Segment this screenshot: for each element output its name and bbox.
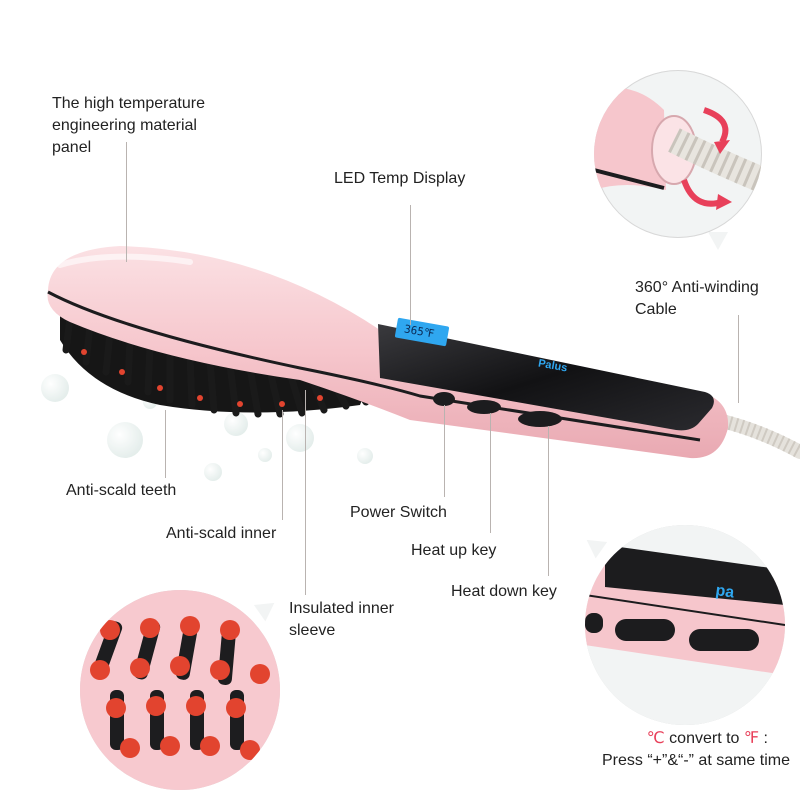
conversion-line2: Press “+”&“-” at same time [601,752,790,769]
svg-text:pa: pa [714,582,735,601]
temperature-conversion-note: ℃ convert to ℉ : Press “+”&“-” at same t… [602,728,790,772]
label-led-display: LED Temp Display [334,170,466,187]
buttons-closeup-bubble: pa [585,525,785,725]
leader-cable [738,315,739,403]
conversion-line1: ℃ convert to ℉ : [602,728,790,750]
leader-teeth [165,410,166,478]
power-closeup-button [585,613,603,633]
convert-to-text: convert to [664,730,744,747]
cable-closeup-bubble [594,70,762,238]
label-sleeve: Insulated inner sleeve [289,598,394,642]
label-cable-line1: 360° Anti-winding [635,279,759,296]
cable-bubble-tail [708,232,728,250]
control-buttons [433,392,562,427]
label-panel-line2: engineering material [52,117,197,134]
fahrenheit-symbol: ℉ [743,730,760,747]
leader-power [444,405,445,497]
power-switch-button[interactable] [433,392,455,406]
label-heat-up: Heat up key [411,542,497,559]
heat-down-closeup-button [689,629,759,651]
label-heat-down: Heat down key [451,583,557,600]
label-panel: The high temperature engineering materia… [52,93,205,159]
leader-led [410,205,411,325]
label-sleeve-line2: sleeve [289,622,336,639]
control-panel [378,324,714,431]
label-cable-line2: Cable [635,301,677,318]
heat-up-button[interactable] [467,400,501,414]
leader-sleeve [305,390,306,595]
colon-text: : [759,730,768,747]
leader-heat-up [490,413,491,533]
label-panel-line3: panel [52,139,92,156]
label-power-switch: Power Switch [350,504,447,521]
leader-inner [282,410,283,520]
label-sleeve-line1: Insulated inner [289,600,394,617]
label-panel-line1: The high temperature [52,95,205,112]
label-inner: Anti-scald inner [166,525,277,542]
heat-down-button[interactable] [518,411,562,427]
leader-panel [126,142,127,262]
celsius-symbol: ℃ [646,730,665,747]
rotate-arrows-icon [702,107,729,144]
label-cable: 360° Anti-winding Cable [635,277,759,321]
bristles-closeup-bubble [80,590,280,790]
label-teeth: Anti-scald teeth [66,482,177,499]
heat-up-closeup-button [615,619,675,641]
lcd-display [394,317,450,347]
leader-heat-down [548,426,549,576]
